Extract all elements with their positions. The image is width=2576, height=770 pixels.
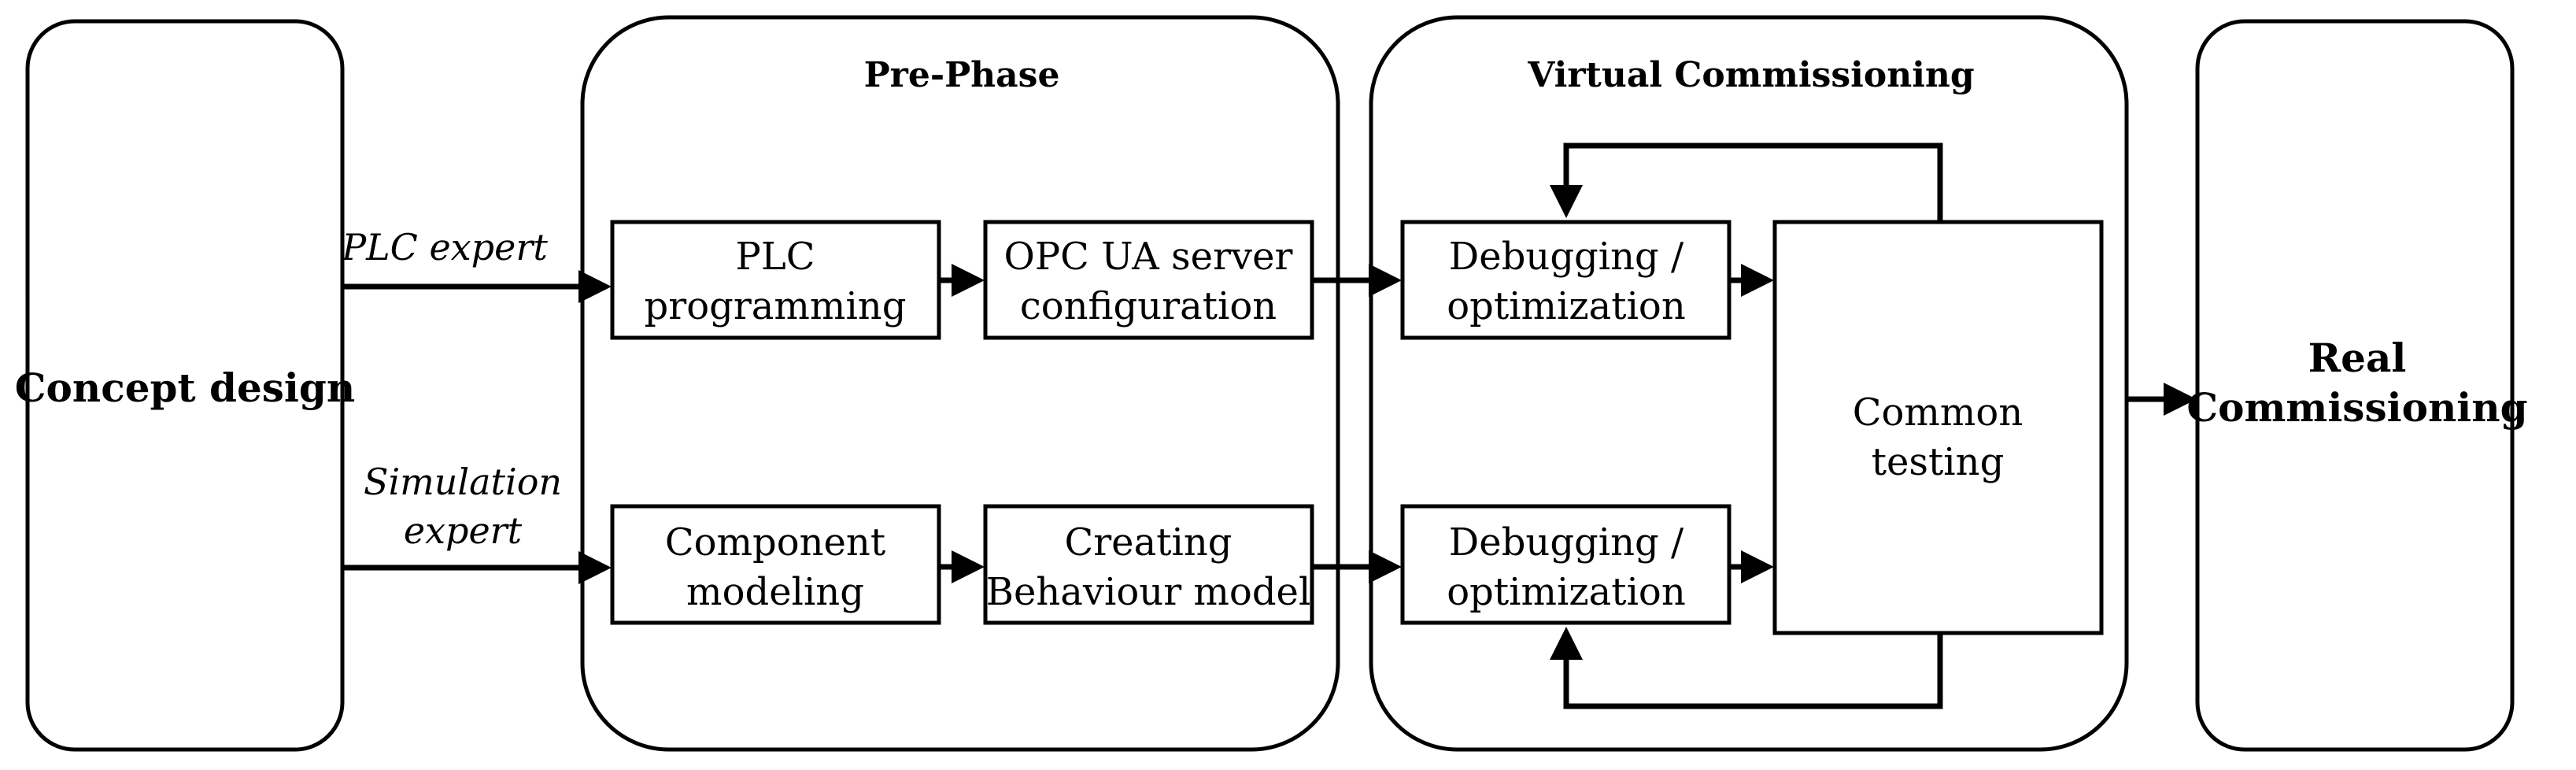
debugging-bottom-box: Debugging / optimization [1400,504,1732,625]
real-commissioning-label-line2: Commissioning [2186,384,2527,431]
common-testing-box: Common testing [1772,220,2104,635]
plc-programming-line2: programming [645,284,907,328]
component-modeling-line2: modeling [686,570,864,614]
opc-ua-configuration-line2: configuration [1020,284,1277,328]
pre-phase-block: Pre-Phase [580,15,1340,752]
simulation-expert-label-line2: expert [404,509,523,552]
virtual-commissioning-title: Virtual Commissioning [1527,55,1974,95]
plc-programming-box: PLC programming [610,220,941,340]
behaviour-model-line2: Behaviour model [986,570,1311,614]
real-commissioning-block: Real Commissioning [2186,19,2528,752]
component-modeling-line1: Component [665,520,885,565]
component-modeling-box: Component modeling [610,504,941,625]
simulation-expert-label-line1: Simulation [364,461,562,503]
opc-ua-configuration-box: OPC UA server configuration [983,220,1314,340]
plc-programming-line1: PLC [736,235,815,279]
feedback-loop-bottom [1550,627,1943,709]
behaviour-model-line1: Creating [1065,520,1233,565]
debugging-top-box: Debugging / optimization [1400,220,1732,340]
feedback-loop-top [1550,143,1943,222]
debugging-bottom-line2: optimization [1447,570,1686,614]
debugging-bottom-line1: Debugging / [1449,520,1684,565]
concept-design-label: Concept design [15,365,355,411]
debugging-top-line2: optimization [1447,284,1686,328]
concept-design-block: Concept design [15,19,355,752]
common-testing-line2: testing [1872,440,2005,484]
common-testing-line1: Common [1853,391,2023,435]
opc-ua-configuration-line1: OPC UA server [1004,235,1293,279]
debugging-top-line1: Debugging / [1449,235,1684,279]
pre-phase-title: Pre-Phase [864,55,1060,95]
real-commissioning-label-line1: Real [2308,335,2407,381]
behaviour-model-box: Creating Behaviour model [983,504,1314,625]
plc-expert-label: PLC expert [341,226,548,268]
